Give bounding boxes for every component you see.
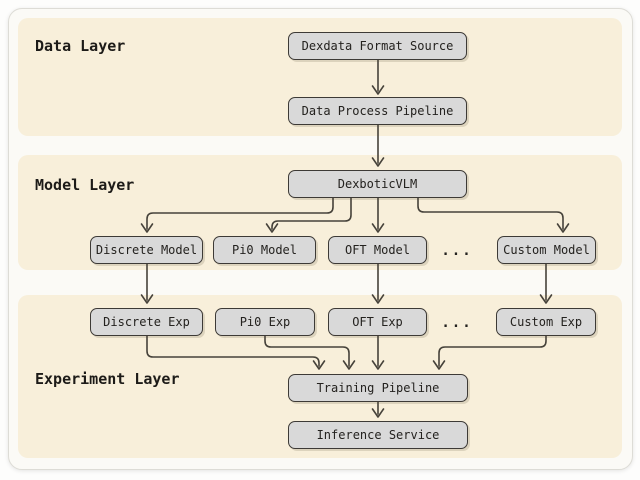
node-custom-exp: Custom Exp xyxy=(496,308,596,336)
node-data-process-pipeline: Data Process Pipeline xyxy=(288,97,467,125)
node-dexboticvlm: DexboticVLM xyxy=(288,170,467,198)
node-pi0-exp: Pi0 Exp xyxy=(215,308,315,336)
node-discrete-exp: Discrete Exp xyxy=(90,308,203,336)
model-layer-label: Model Layer xyxy=(35,176,135,194)
data-layer-label: Data Layer xyxy=(35,37,126,55)
node-pi0-model: Pi0 Model xyxy=(213,236,316,264)
experiment-layer-label: Experiment Layer xyxy=(35,370,180,388)
node-oft-exp: OFT Exp xyxy=(328,308,427,336)
model-row-ellipsis: ... xyxy=(441,243,473,259)
node-dexdata-format-source: Dexdata Format Source xyxy=(288,32,467,60)
node-oft-model: OFT Model xyxy=(328,236,427,264)
node-custom-model: Custom Model xyxy=(497,236,596,264)
node-inference-service: Inference Service xyxy=(288,421,468,449)
exp-row-ellipsis: ... xyxy=(441,315,473,331)
node-training-pipeline: Training Pipeline xyxy=(288,374,468,402)
node-discrete-model: Discrete Model xyxy=(90,236,203,264)
